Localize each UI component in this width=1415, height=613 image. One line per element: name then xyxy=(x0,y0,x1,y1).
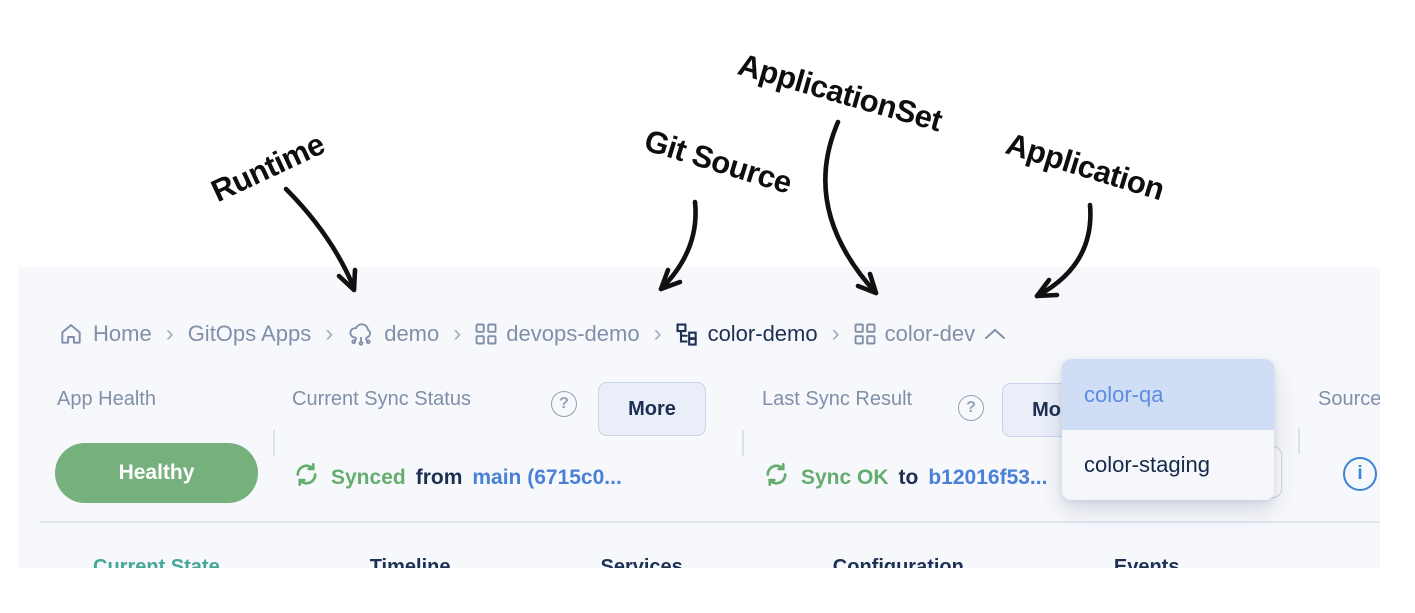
breadcrumb-label: GitOps Apps xyxy=(187,321,312,346)
breadcrumb-separator: › xyxy=(165,320,174,347)
breadcrumb-item-application[interactable]: color-dev xyxy=(854,321,1006,347)
breadcrumb: Home › GitOps Apps › demo › devops-demo … xyxy=(58,312,1006,356)
tab-timeline[interactable]: Timeline xyxy=(369,556,451,568)
sync-revision-link[interactable]: b12016f53... xyxy=(928,465,1048,489)
sync-refresh-icon xyxy=(762,460,791,495)
applicationset-tree-icon xyxy=(676,323,699,346)
health-status-badge: Healthy xyxy=(55,443,258,503)
breadcrumb-item-gitops-apps[interactable]: GitOps Apps xyxy=(188,321,312,347)
breadcrumb-separator: › xyxy=(325,320,334,347)
app-health-label: App Health xyxy=(57,388,156,410)
annotation-runtime: Runtime xyxy=(205,126,330,209)
tab-services[interactable]: Services xyxy=(600,556,683,568)
annotation-application: Application xyxy=(1001,125,1169,208)
section-divider xyxy=(273,430,275,456)
breadcrumb-label: color-dev xyxy=(884,321,976,346)
sync-status-text: Synced xyxy=(331,465,406,489)
help-icon[interactable]: ? xyxy=(958,395,984,421)
section-divider xyxy=(742,430,744,456)
section-divider xyxy=(1298,428,1300,454)
annotation-git-source: Git Source xyxy=(640,122,796,201)
dropdown-item-color-qa[interactable]: color-qa xyxy=(1062,359,1274,430)
app-header-panel: Home › GitOps Apps › demo › devops-demo … xyxy=(18,267,1380,568)
current-sync-more-button[interactable]: More xyxy=(598,382,706,436)
current-sync-value-row: Synced from main (6715c0... xyxy=(292,460,622,495)
help-icon[interactable]: ? xyxy=(551,391,577,417)
sync-revision-link[interactable]: main (6715c0... xyxy=(472,465,622,489)
chevron-up-icon[interactable] xyxy=(984,327,1006,341)
breadcrumb-item-runtime-demo[interactable]: demo xyxy=(347,320,439,348)
tab-configuration[interactable]: Configuration xyxy=(832,556,964,568)
breadcrumb-item-git-source[interactable]: devops-demo xyxy=(475,321,640,347)
home-icon xyxy=(58,321,84,347)
breadcrumb-label: Home xyxy=(93,321,152,346)
last-sync-result-label: Last Sync Result xyxy=(762,388,913,410)
application-dropdown: color-qa color-staging xyxy=(1062,359,1274,500)
breadcrumb-label: demo xyxy=(384,321,440,346)
breadcrumb-item-applicationset[interactable]: color-demo xyxy=(676,321,818,347)
tab-bar: Current State Timeline Services Configur… xyxy=(93,556,1179,568)
runtime-icon xyxy=(347,320,375,348)
sync-refresh-icon xyxy=(292,460,321,495)
breadcrumb-separator: › xyxy=(453,320,462,347)
breadcrumb-separator: › xyxy=(653,320,662,347)
tab-events[interactable]: Events xyxy=(1113,556,1180,568)
info-icon[interactable]: i xyxy=(1343,457,1377,491)
annotation-applicationset: ApplicationSet xyxy=(734,46,946,139)
breadcrumb-label: color-demo xyxy=(707,321,818,346)
application-grid-icon xyxy=(854,323,876,345)
source-label: Source xyxy=(1318,388,1380,410)
breadcrumb-item-home[interactable]: Home xyxy=(58,321,152,347)
sync-preposition: from xyxy=(415,465,463,489)
breadcrumb-label: devops-demo xyxy=(506,321,640,346)
current-sync-status-label: Current Sync Status xyxy=(292,388,471,410)
sync-preposition: to xyxy=(898,465,919,489)
last-sync-value-row: Sync OK to b12016f53... xyxy=(762,460,1047,495)
status-tabs-divider xyxy=(40,521,1380,523)
breadcrumb-separator: › xyxy=(831,320,840,347)
tab-current-state[interactable]: Current State xyxy=(93,556,220,568)
git-source-grid-icon xyxy=(475,323,497,345)
dropdown-item-color-staging[interactable]: color-staging xyxy=(1062,430,1274,500)
sync-result-text: Sync OK xyxy=(801,465,889,489)
